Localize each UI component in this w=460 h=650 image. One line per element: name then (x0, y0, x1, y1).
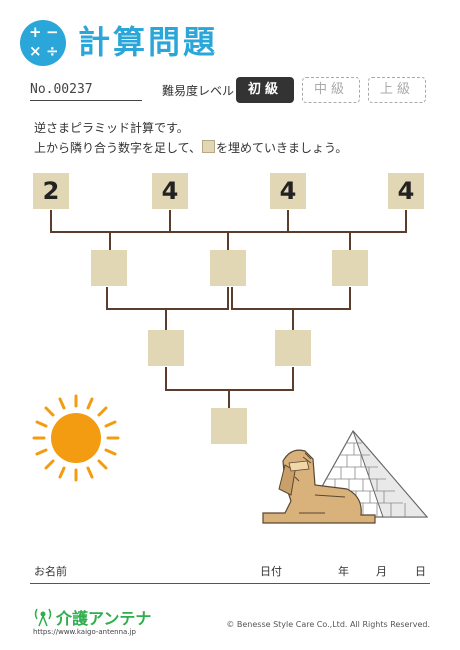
problem-number: No.00237 (30, 82, 142, 101)
instruction-text-after: を埋めていきましょう。 (216, 141, 348, 155)
minus-symbol: − (46, 23, 59, 41)
pyramid-answer-cell-r3-c2[interactable] (275, 330, 311, 366)
pyramid-answer-cell-r4-c1[interactable] (211, 408, 247, 444)
page-title: 計算問題 (78, 23, 219, 61)
pyramid-cell-r1-c4: 4 (388, 173, 424, 209)
pyramid-answer-cell-r2-c1[interactable] (91, 250, 127, 286)
sphinx-pyramid-illustration (262, 429, 429, 524)
instruction-line-1: 逆さまピラミッド計算です。 (34, 121, 189, 135)
plus-symbol: + (29, 23, 42, 41)
blank-square-icon (202, 140, 216, 153)
level-beginner-badge: 初級 (236, 77, 294, 103)
pyramid-cell-r1-c2: 4 (152, 173, 188, 209)
antenna-logo-icon (34, 608, 52, 627)
sun-illustration (32, 394, 120, 482)
pyramid-answer-cell-r3-c1[interactable] (148, 330, 184, 366)
brand-url[interactable]: https://www.kaigo-antenna.jp (33, 628, 136, 636)
instruction-text-before: 上から隣り合う数字を足して、 (34, 141, 202, 155)
day-label: 日 (415, 565, 426, 578)
level-advanced-badge: 上級 (368, 77, 426, 103)
level-intermediate-badge: 中級 (302, 77, 360, 103)
year-label: 年 (338, 565, 349, 578)
multiply-symbol: × (29, 42, 42, 60)
pyramid-answer-cell-r2-c2[interactable] (210, 250, 246, 286)
pyramid-cell-r1-c1: 2 (33, 173, 69, 209)
pyramid-cell-r1-c3: 4 (270, 173, 306, 209)
month-label: 月 (376, 565, 387, 578)
math-operations-icon: + − × ÷ (20, 20, 66, 66)
pyramid-answer-cell-r2-c3[interactable] (332, 250, 368, 286)
name-label: お名前 (34, 565, 67, 578)
divide-symbol: ÷ (46, 42, 59, 60)
instruction-line-2: 上から隣り合う数字を足して、を埋めていきましょう。 (34, 140, 347, 156)
date-label: 日付 (260, 565, 282, 578)
sphinx-illustration (262, 449, 376, 524)
form-underline (30, 583, 430, 584)
copyright-text: © Benesse Style Care Co.,Ltd. All Rights… (226, 620, 430, 629)
difficulty-label: 難易度レベル (162, 84, 235, 98)
brand-logo-text: 介護アンテナ (56, 609, 152, 628)
